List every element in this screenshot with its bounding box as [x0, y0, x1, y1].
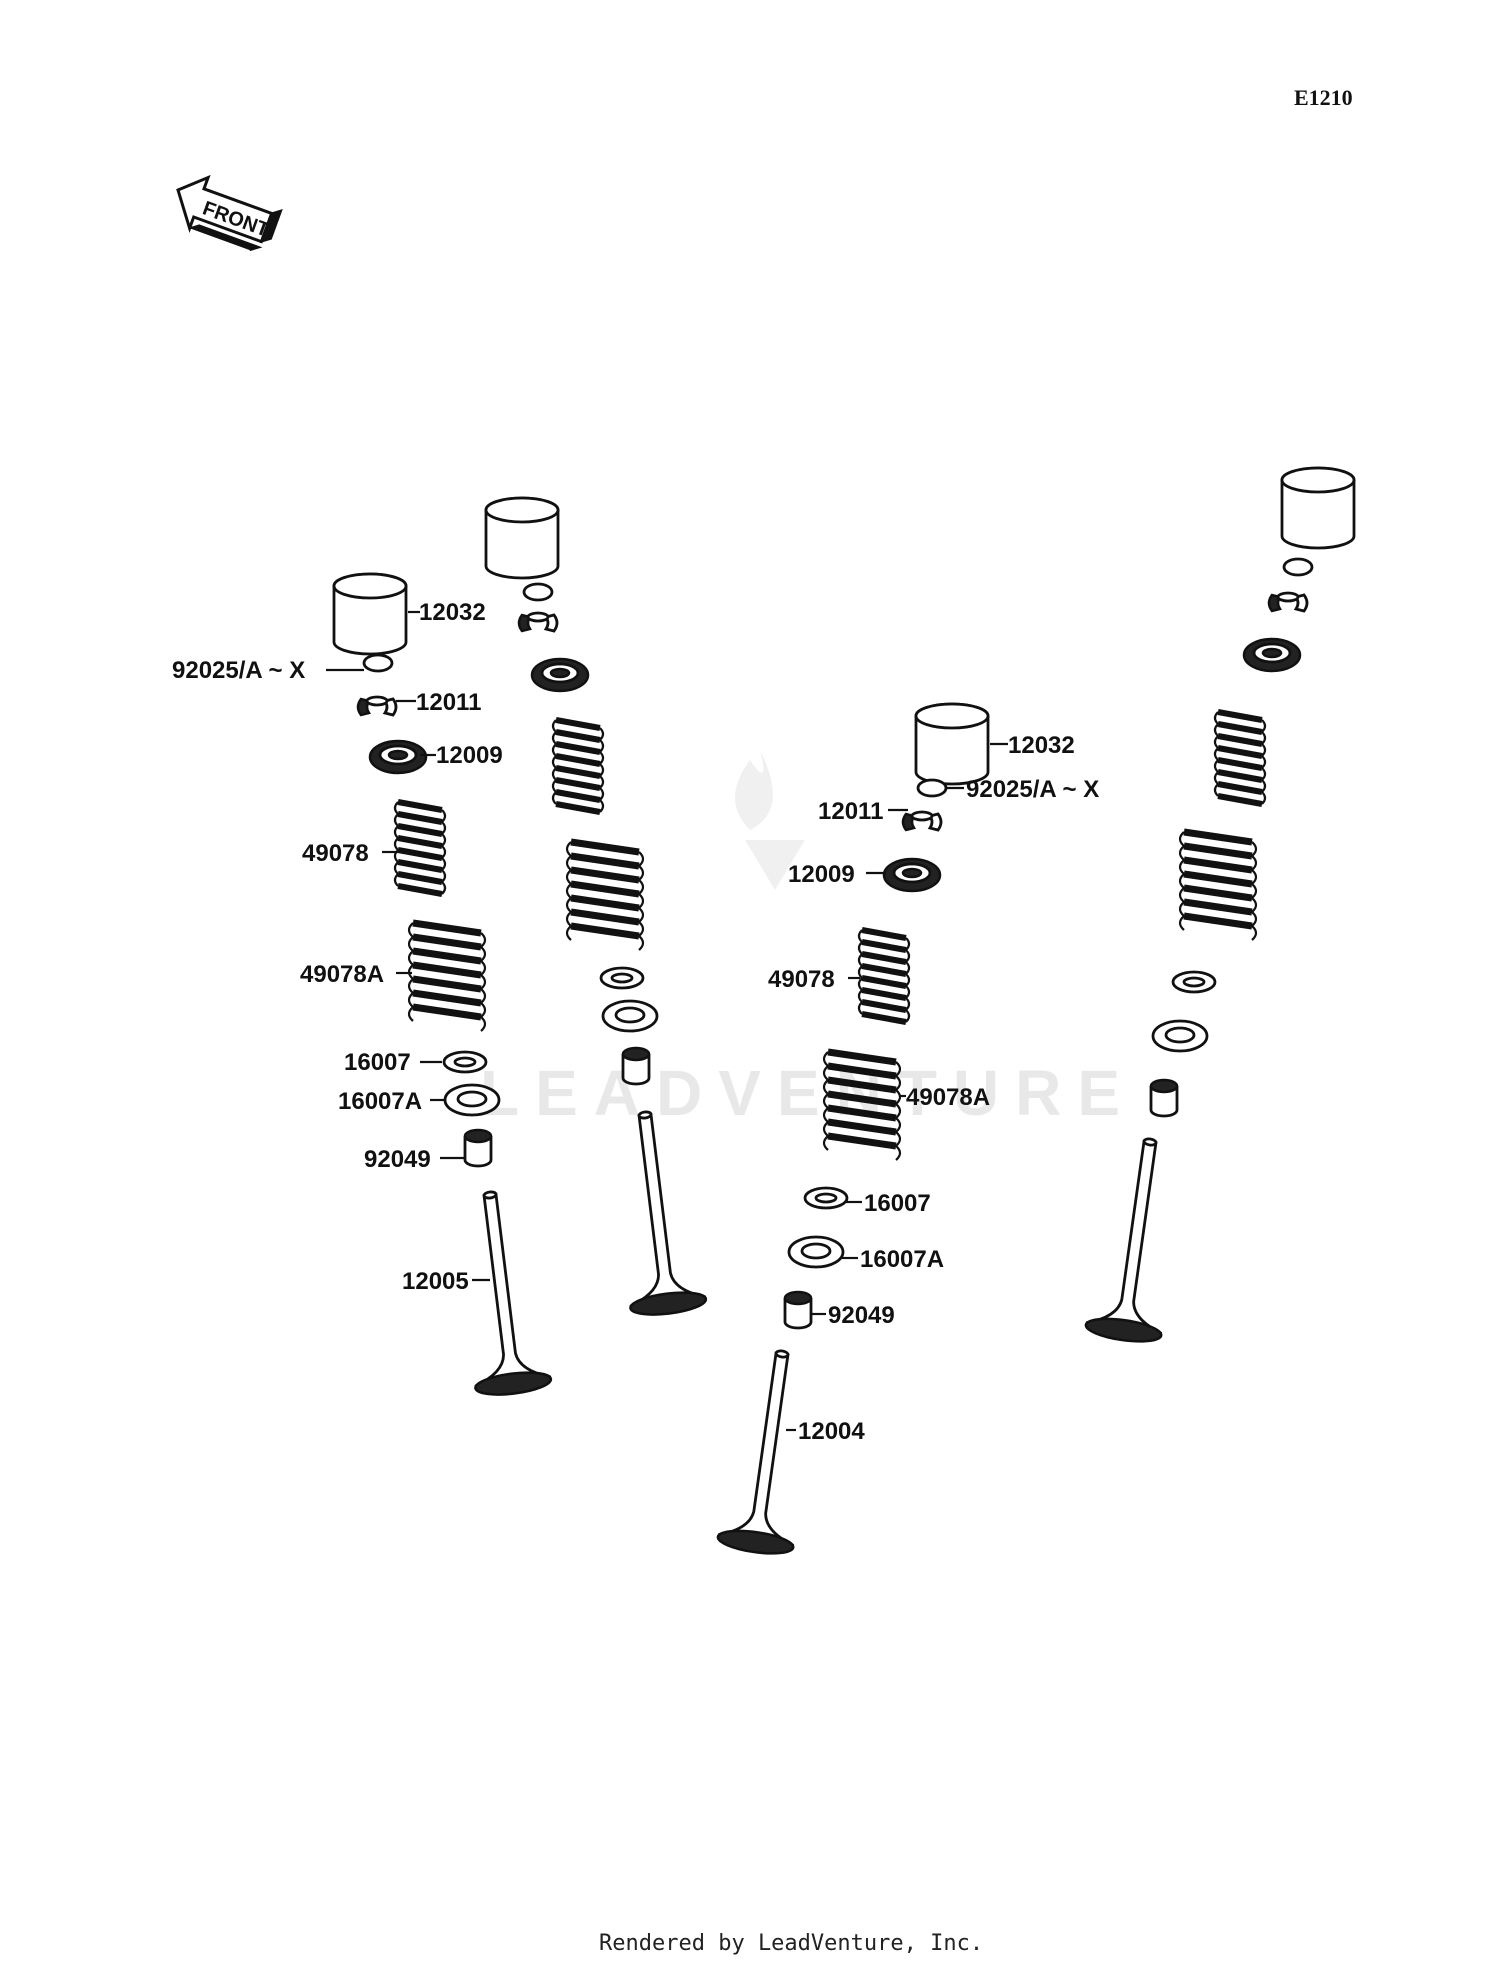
cotter-icon	[901, 810, 943, 832]
washer-icon	[443, 1083, 501, 1117]
front-arrow-icon: FRONT	[176, 174, 283, 252]
valve-assembly-second	[484, 496, 709, 1320]
tappet-icon	[1280, 466, 1356, 550]
outer-spring-icon	[567, 842, 643, 950]
washer-icon	[1151, 1019, 1209, 1053]
callout-label: 49078	[302, 840, 369, 867]
callout-label: 92049	[828, 1302, 895, 1329]
callout-label: 12005	[402, 1268, 469, 1295]
callout-label: 92025/A ~ X	[966, 776, 1099, 803]
shim-icon	[522, 582, 554, 602]
callout-label: 92025/A ~ X	[172, 657, 305, 684]
washer-icon	[601, 999, 659, 1033]
inner-spring-icon	[859, 930, 909, 1022]
callout-label: 12009	[788, 861, 855, 888]
inner-spring-icon	[395, 802, 445, 894]
callout-label: 12009	[436, 742, 503, 769]
callout-label: 12032	[1008, 732, 1075, 759]
seal-icon	[621, 1046, 651, 1086]
shim-icon	[916, 778, 948, 798]
callout-label: 12004	[798, 1418, 865, 1445]
valve-icon	[1083, 1132, 1190, 1347]
cotter-icon	[1267, 591, 1309, 613]
callout-labels: 12032 92025/A ~ X 12011 12009 49078 4907…	[172, 599, 1099, 1445]
callout-label: 12011	[818, 798, 883, 825]
seal-icon	[1149, 1078, 1179, 1118]
callout-label: 12011	[416, 689, 481, 716]
retainer-icon	[1242, 637, 1302, 673]
diagram-code: E1210	[1294, 85, 1353, 110]
washer-icon	[1171, 970, 1217, 994]
valve-assembly-right	[1083, 466, 1356, 1347]
watermark: LEADVENTURE	[480, 750, 1136, 1129]
callout-label: 49078A	[906, 1084, 990, 1111]
callout-label: 49078A	[300, 961, 384, 988]
footer-credit: Rendered by LeadVenture, Inc.	[599, 1931, 983, 1956]
callout-label: 92049	[364, 1146, 431, 1173]
seal-icon	[783, 1290, 813, 1330]
watermark-text: LEADVENTURE	[480, 1057, 1136, 1129]
callout-label: 12032	[419, 599, 486, 626]
seal-icon	[463, 1128, 493, 1168]
washer-icon	[787, 1235, 845, 1269]
inner-spring-icon	[1215, 712, 1265, 804]
outer-spring-icon	[1180, 832, 1256, 940]
retainer-icon	[530, 657, 590, 693]
callout-label: 49078	[768, 966, 835, 993]
retainer-icon	[882, 857, 942, 893]
retainer-icon	[368, 739, 428, 775]
tappet-icon	[484, 496, 560, 580]
inner-spring-icon	[553, 720, 603, 812]
tappet-icon	[914, 702, 990, 786]
callout-label: 16007A	[338, 1088, 422, 1115]
cotter-icon	[517, 611, 559, 633]
leader-lines	[326, 610, 1008, 1432]
cotter-icon	[356, 695, 398, 717]
shim-icon	[1282, 557, 1314, 577]
valve-icon	[605, 1105, 709, 1320]
washer-icon	[442, 1050, 488, 1074]
shim-icon	[362, 653, 394, 673]
valve-icon	[715, 1344, 822, 1559]
washer-icon	[599, 966, 645, 990]
callout-label: 16007A	[860, 1246, 944, 1273]
callout-label: 16007	[864, 1190, 931, 1217]
tappet-icon	[332, 572, 408, 656]
washer-icon	[803, 1186, 849, 1210]
outer-spring-icon	[409, 923, 485, 1031]
callout-label: 16007	[344, 1049, 411, 1076]
